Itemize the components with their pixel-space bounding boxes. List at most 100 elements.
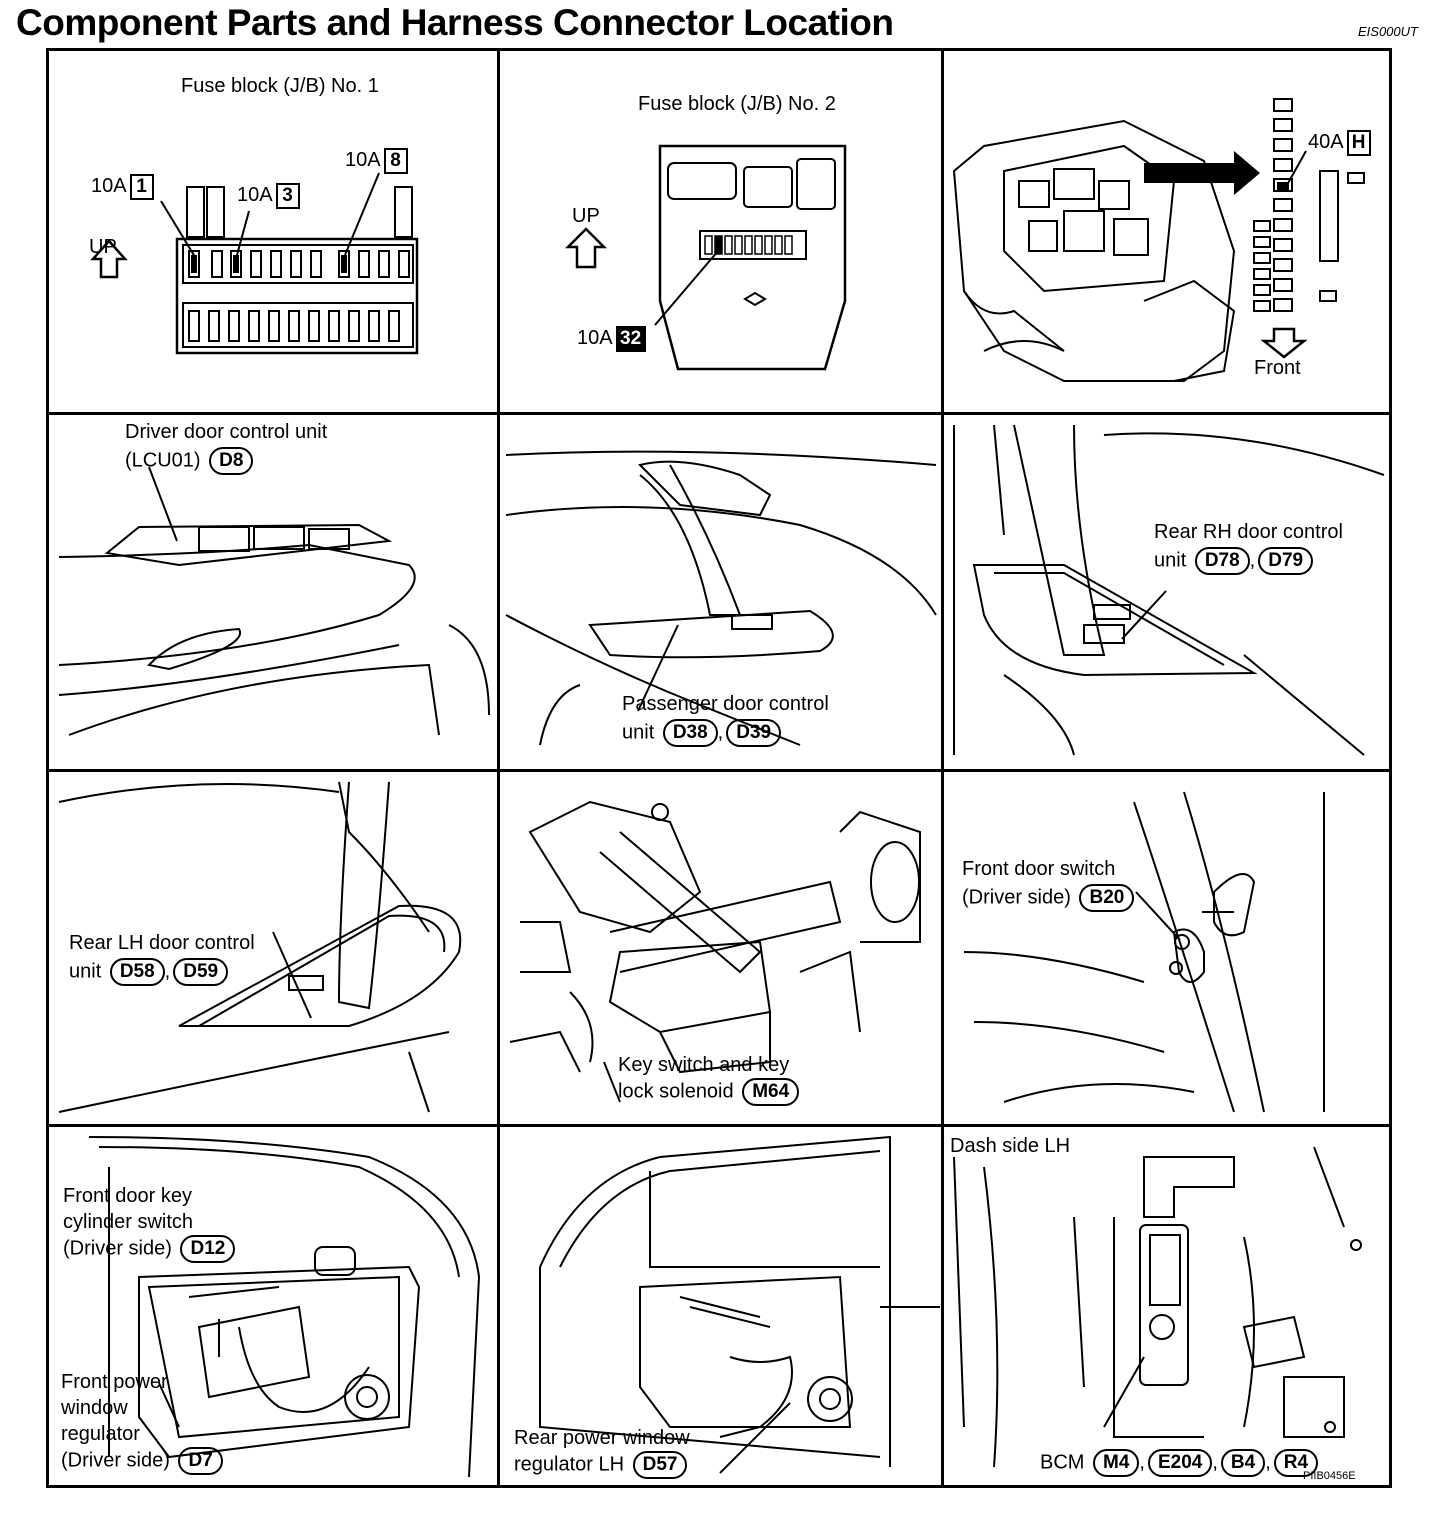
front-label: Front [1254,357,1301,379]
fuse-block-1-title: Fuse block (J/B) No. 1 [181,75,379,97]
key-switch-label-part: lock solenoid [618,1080,734,1103]
key-switch-label-line2: lock solenoid M64 [618,1078,800,1106]
connector-b4: B4 [1220,1449,1266,1477]
rear-rh-door-panel: Rear RH door control unit D78,D79 [944,415,1389,769]
connector-separator: , [1212,1451,1218,1474]
connector-separator: , [164,960,171,983]
rear-door-panel: Rear power window regulator LH D57 [500,1127,941,1485]
key-switch-label-line1: Key switch and key [618,1054,790,1076]
front-door-illustration [88,1136,481,1478]
figure-code: PIIB0456E [1303,1470,1356,1482]
key-cylinder-label-part: (Driver side) [63,1237,172,1260]
connector-d78: D78 [1194,547,1250,575]
bcm-connectors: BCM M4,E204,B4,R4 [1040,1449,1319,1477]
fuse-amperage: 10A [577,327,613,349]
passenger-door-label-part: unit [622,721,655,744]
section-code: EIS000UT [1358,24,1418,39]
connector-d8: D8 [209,447,254,475]
rear-lh-door-label-part: unit [69,960,102,983]
connector-d12: D12 [180,1235,236,1263]
connector-d57: D57 [632,1451,688,1479]
connector-m4: M4 [1093,1449,1140,1477]
driver-door-illustration [58,466,490,736]
front-regulator-label-line2: window [61,1397,128,1419]
bcm-label: BCM [1040,1451,1085,1474]
rear-door-illustration [539,1135,940,1474]
door-switch-label-line2: (Driver side) B20 [962,884,1135,912]
rear-regulator-label-part: regulator LH [514,1453,625,1476]
rear-lh-door-illustration [58,781,462,1113]
connector-d79: D79 [1258,547,1314,575]
fuse-amperage: 40A [1308,131,1344,153]
front-regulator-label-line4: (Driver side) D7 [61,1447,223,1475]
rear-regulator-label-line2: regulator LH D57 [514,1451,688,1479]
connector-separator: , [1139,1451,1145,1474]
rear-rh-door-label-line1: Rear RH door control [1154,521,1343,543]
connector-separator: , [717,721,724,744]
connector-b20: B20 [1079,884,1135,912]
fuse-block-1-illustration [90,172,419,355]
front-door-panel: Front door key cylinder switch (Driver s… [49,1127,497,1485]
grid-divider [497,51,500,1485]
rear-lh-door-label-line2: unit D58,D59 [69,958,229,986]
fuse-amperage: 10A [237,184,273,206]
connector-d59: D59 [173,958,229,986]
door-switch-label-part: (Driver side) [962,886,1071,909]
fuse-number: 3 [275,182,300,209]
passenger-door-label-line1: Passenger door control [622,693,829,715]
fuse-block-2-illustration [564,144,847,371]
driver-door-panel: Driver door control unit (LCU01) D8 [49,415,497,769]
connector-m64: M64 [742,1078,800,1106]
engine-relay-box-illustration [952,98,1365,382]
rear-rh-door-label-part: unit [1154,549,1187,572]
front-regulator-label-part: (Driver side) [61,1449,170,1472]
key-switch-panel: Key switch and key lock solenoid M64 [500,772,941,1124]
grid-divider [49,1124,1389,1127]
fuse-letter: H [1346,129,1371,156]
rear-lh-door-panel: Rear LH door control unit D58,D59 [49,772,497,1124]
connector-d7: D7 [178,1447,223,1475]
dash-side-panel: Dash side LH BCM M4,E204,B4,R4 [944,1127,1389,1485]
rear-rh-door-illustration [953,424,1385,756]
connector-separator: , [1249,549,1256,572]
fuse-number: 32 [615,325,646,352]
door-switch-panel: Front door switch (Driver side) B20 [944,772,1389,1124]
door-pillar-illustration [963,791,1325,1113]
fuse-amperage: 10A [345,149,381,171]
connector-separator: , [1265,1451,1271,1474]
grid-divider [941,51,944,1485]
fuse-number: 1 [129,173,154,200]
rear-rh-door-label-line2: unit D78,D79 [1154,547,1314,575]
passenger-door-panel: Passenger door control unit D38,D39 [500,415,941,769]
front-regulator-label-line3: regulator [61,1423,140,1445]
rear-regulator-label-line1: Rear power window [514,1427,690,1449]
fuse-number: 8 [383,147,408,174]
up-label: UP [572,205,600,227]
grid-divider [49,769,1389,772]
passenger-door-illustration [505,450,937,746]
connector-e204: E204 [1147,1449,1213,1477]
passenger-door-label-line2: unit D38,D39 [622,719,782,747]
door-switch-label-line1: Front door switch [962,858,1116,880]
driver-door-label-line1: Driver door control unit [125,421,328,443]
connector-d39: D39 [726,719,782,747]
connector-d38: D38 [662,719,718,747]
driver-door-label-part: (LCU01) [125,449,201,472]
key-cylinder-label-line3: (Driver side) D12 [63,1235,236,1263]
key-cylinder-label-line2: cylinder switch [63,1211,194,1233]
front-regulator-label-line1: Front power [61,1371,168,1393]
key-cylinder-label-line1: Front door key [63,1185,192,1207]
connector-r4: R4 [1273,1449,1319,1477]
connector-d58: D58 [109,958,165,986]
fuse-amperage: 10A [91,175,127,197]
steering-column-illustration [509,800,921,1103]
